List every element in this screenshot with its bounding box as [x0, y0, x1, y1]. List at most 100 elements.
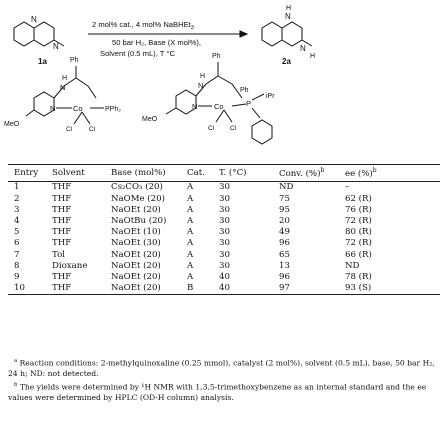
table-header-row: Entry Solvent Base (mol%) Cat. T. (°C) C…: [8, 164, 440, 182]
scheme-atom-label: N: [285, 12, 291, 21]
scheme-atom-label: MeO: [142, 116, 158, 123]
cell-conversion: 75: [279, 193, 290, 204]
cell-base: NaOMe (20): [111, 193, 165, 204]
cell-entry: 7: [14, 249, 20, 260]
cell-catalyst: A: [187, 271, 194, 282]
cell-base: NaOEt (30): [111, 238, 161, 249]
cell-entry: 5: [14, 227, 20, 238]
cell-base: NaOEt (20): [111, 260, 161, 271]
col-header-solvent: Solvent: [52, 167, 85, 178]
cell-conversion: 13: [279, 260, 290, 271]
cell-ee: 80 (R): [345, 227, 372, 238]
cell-catalyst: A: [187, 204, 194, 215]
scheme-atom-label: iPr: [266, 93, 275, 100]
scheme-atom-label: N: [198, 81, 203, 90]
cell-conversion: 97: [279, 283, 290, 294]
catalyst-b-structure: [165, 62, 273, 145]
scheme-atom-label: N: [300, 44, 306, 53]
cell-temperature: 30: [219, 215, 230, 226]
cell-conversion: ND: [279, 182, 294, 193]
cell-ee: 62 (R): [345, 193, 372, 204]
cell-solvent: THF: [52, 215, 72, 226]
cell-ee: –: [345, 182, 350, 193]
reaction-scheme: N N 1a 2 mol% cat., 4 mol% NaBHEt3 50 ba…: [4, 5, 315, 145]
col-header-ee: ee (%)b: [345, 167, 377, 179]
cell-solvent: THF: [52, 271, 72, 282]
scheme-atom-label: Co: [214, 102, 224, 111]
product-structure: [261, 21, 313, 47]
cell-temperature: 30: [219, 227, 230, 238]
catalyst-a-structure: [25, 66, 104, 125]
scheme-atom-label: N: [31, 15, 37, 24]
scheme-atom-label: N: [60, 83, 65, 92]
footnote-a: a Reaction conditions: 2-methylquinoxali…: [8, 358, 435, 379]
cell-solvent: THF: [52, 193, 72, 204]
scheme-atom-label: H: [286, 5, 291, 12]
conditions-pressure-text: 50 bar H₂, Base (X mol%),: [112, 38, 201, 47]
scheme-atom-label: H: [62, 75, 67, 82]
cell-conversion: 96: [279, 238, 290, 249]
scheme-atom-label: Cl: [208, 125, 215, 132]
footnote-b: b The yields were determined by ¹H NMR w…: [8, 381, 427, 402]
cell-solvent: Dioxane: [52, 260, 88, 271]
cell-temperature: 30: [219, 193, 230, 204]
cell-conversion: 49: [279, 227, 290, 238]
cell-ee: 72 (R): [345, 215, 372, 226]
results-table: Entry Solvent Base (mol%) Cat. T. (°C) C…: [8, 164, 440, 295]
cell-ee: 76 (R): [345, 204, 372, 215]
cell-ee: 72 (R): [345, 238, 372, 249]
cell-base: Cs₂CO₃ (20): [111, 182, 163, 193]
cell-base: NaOEt (20): [111, 249, 161, 260]
cell-entry: 1: [14, 182, 20, 193]
conditions-catalyst-text: 2 mol% cat., 4 mol% NaBHEt3: [92, 20, 194, 31]
cell-base: NaOEt (20): [111, 283, 161, 294]
cell-catalyst: A: [187, 193, 194, 204]
scheme-atom-label: Ph: [240, 87, 249, 94]
substrate-label: 1a: [38, 57, 47, 66]
cell-entry: 2: [14, 193, 20, 204]
col-header-catalyst: Cat.: [187, 167, 205, 178]
cell-ee: 93 (S): [345, 283, 372, 294]
cell-solvent: THF: [52, 182, 72, 193]
scheme-atom-label: P: [246, 99, 251, 108]
cell-catalyst: A: [187, 227, 194, 238]
cell-conversion: 96: [279, 271, 290, 282]
cell-catalyst: A: [187, 182, 194, 193]
cell-solvent: THF: [52, 204, 72, 215]
table-row: 2 THF NaOMe (20) A 30 75 62 (R): [8, 193, 440, 204]
scheme-atom-label: Cl: [230, 125, 237, 132]
scheme-atom-label: Cl: [66, 126, 73, 133]
cell-entry: 9: [14, 271, 20, 282]
col-header-entry: Entry: [14, 167, 39, 178]
scheme-atom-label: PPh₂: [105, 106, 121, 113]
cell-catalyst: A: [187, 249, 194, 260]
scheme-atom-label: H: [310, 53, 315, 60]
cell-ee: 78 (R): [345, 271, 372, 282]
scheme-atom-label: Co: [73, 104, 83, 113]
scheme-atom-label: N: [192, 102, 197, 111]
product-label: 2a: [282, 57, 291, 66]
cell-catalyst: A: [187, 215, 194, 226]
cell-entry: 3: [14, 204, 20, 215]
cell-temperature: 30: [219, 260, 230, 271]
cell-entry: 4: [14, 215, 20, 226]
cell-temperature: 30: [219, 204, 230, 215]
scheme-atom-label: MeO: [4, 121, 20, 128]
cell-entry: 6: [14, 238, 20, 249]
cell-solvent: THF: [52, 227, 72, 238]
cell-conversion: 65: [279, 249, 290, 260]
cell-entry: 10: [14, 283, 25, 294]
cell-solvent: Tol: [52, 249, 65, 260]
scheme-atom-label: Cl: [89, 126, 96, 133]
cell-ee: ND: [345, 260, 360, 271]
